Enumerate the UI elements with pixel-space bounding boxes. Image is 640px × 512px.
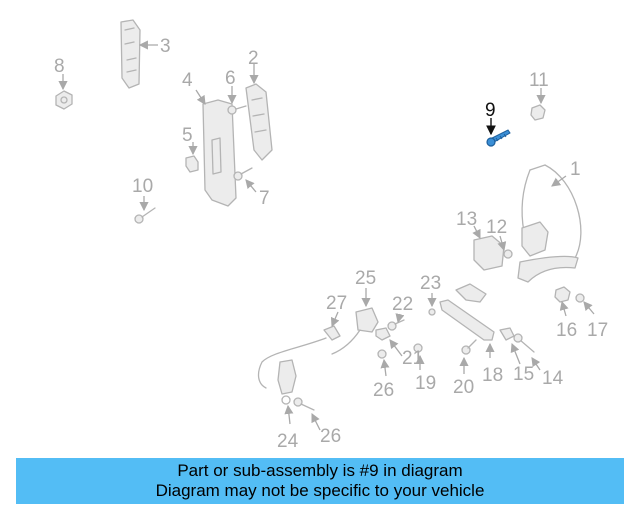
callout-15: 15 [513,364,534,385]
callout-4: 4 [182,70,193,91]
part-1-retractor-belt[interactable] [517,164,582,283]
part-13-plate[interactable] [473,235,505,271]
callout-3: 3 [160,36,171,57]
parts-diagram: 1 2 3 4 5 6 7 8 9 10 11 12 13 14 15 16 1… [54,19,608,452]
part-25-buckle[interactable] [331,307,379,355]
callout-18: 18 [482,365,503,386]
callout-labels: 1 2 3 4 5 6 7 8 9 10 11 12 13 14 15 16 1… [54,36,608,452]
part-8-nut[interactable] [55,90,73,110]
callout-9-highlighted: 9 [485,100,496,121]
part-14-bolt[interactable] [513,333,535,353]
callout-12: 12 [486,217,507,238]
callout-17: 17 [587,320,608,341]
part-4-trim-cover[interactable] [202,99,237,207]
callout-26-b: 26 [320,426,341,447]
part-7-bolt[interactable] [233,167,253,181]
part-18-anchor-bar[interactable] [439,283,495,341]
part-9-bolt-highlighted[interactable] [486,129,511,147]
part-5-clip[interactable] [185,155,199,173]
callout-19: 19 [415,373,436,394]
callout-23: 23 [420,273,441,294]
callout-14: 14 [542,368,564,389]
callout-24: 24 [277,431,299,452]
callout-27: 27 [326,293,347,314]
part-16-spacer[interactable] [554,286,571,303]
part-24-lower-bracket[interactable] [277,359,297,405]
part-26-bolt-a[interactable] [377,349,387,359]
part-15-spacer[interactable] [499,327,515,341]
part-26-bolt-b[interactable] [293,397,315,411]
callout-20: 20 [453,377,474,398]
part-2-height-adjuster[interactable] [245,83,273,161]
part-3-upper-anchor-bracket[interactable] [120,19,141,89]
part-22-bolt[interactable] [387,319,405,331]
part-21-spacer[interactable] [375,327,391,341]
callout-6: 6 [225,68,236,89]
callout-1: 1 [570,159,581,180]
callout-7: 7 [259,188,270,209]
part-27-buckle-cable[interactable] [257,325,341,389]
banner-line-part-number: Part or sub-assembly is #9 in diagram [177,461,463,480]
part-6-bolt[interactable] [227,105,247,115]
callout-11: 11 [529,70,549,91]
part-11-cap[interactable] [530,104,546,121]
callout-21: 21 [402,348,423,369]
callout-13: 13 [456,209,477,230]
callout-5: 5 [182,125,193,146]
part-10-bolt[interactable] [134,207,156,224]
part-20-bolt[interactable] [461,339,477,355]
callout-22: 22 [392,294,413,315]
callout-26-a: 26 [373,380,394,401]
callout-8: 8 [54,56,65,77]
callout-10: 10 [132,176,153,197]
info-banner: Part or sub-assembly is #9 in diagram Di… [16,458,624,504]
part-12-bolt[interactable] [503,249,513,259]
leader-lines [58,40,595,431]
callout-2: 2 [248,48,259,69]
part-17-nut[interactable] [575,293,585,303]
callout-25: 25 [355,268,376,289]
callout-16: 16 [556,320,577,341]
part-23-clip[interactable] [428,308,436,316]
part-19-washer[interactable] [413,343,423,353]
banner-line-disclaimer: Diagram may not be specific to your vehi… [155,481,485,500]
